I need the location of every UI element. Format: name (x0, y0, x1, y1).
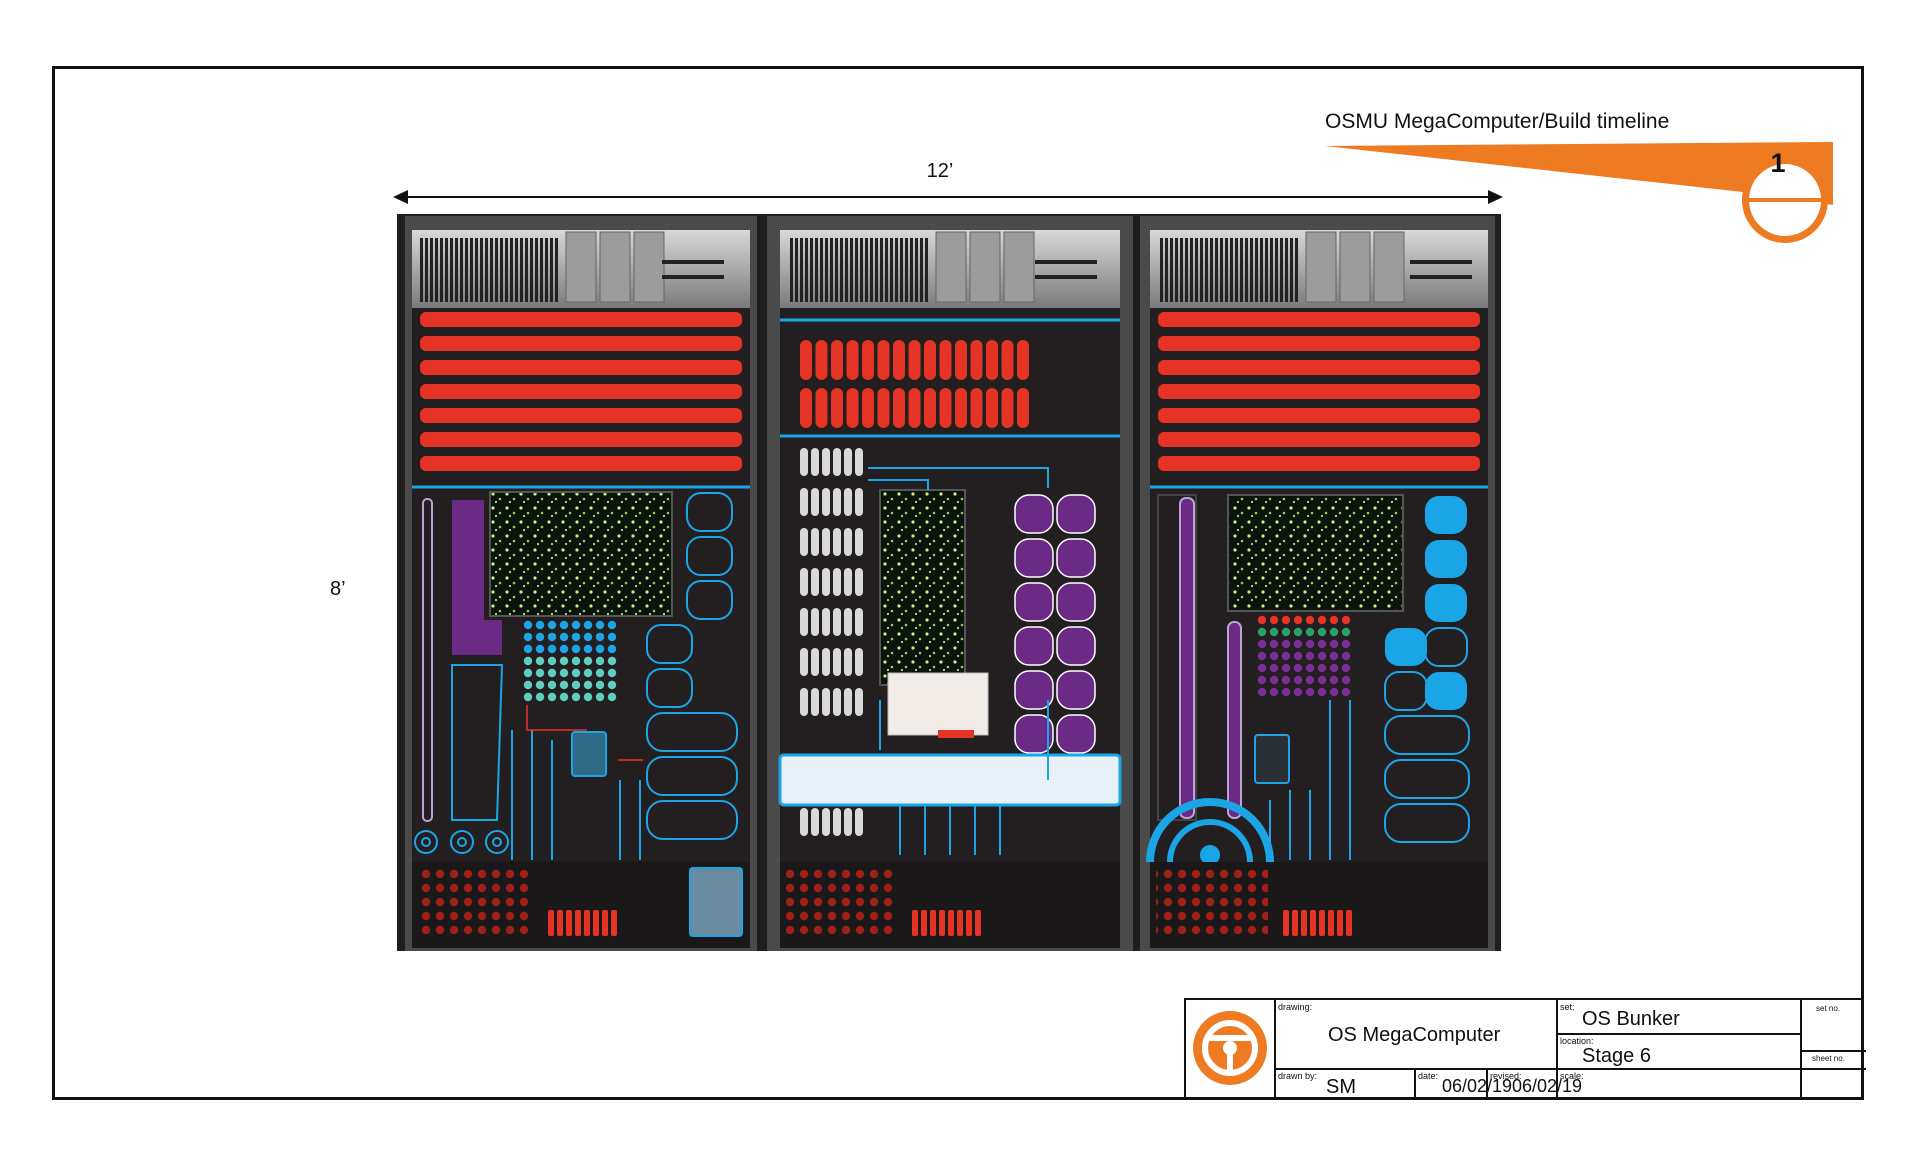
set-no-label: set no. (1816, 1004, 1841, 1013)
sheet-no-label: sheet no. (1812, 1054, 1845, 1063)
keypad-box (571, 731, 607, 777)
drawn-by-value: SM (1326, 1076, 1356, 1098)
width-dimension-arrow (393, 190, 1503, 204)
purple-dot-grid (1257, 615, 1351, 697)
drawing-label: drawing: (1278, 1002, 1313, 1012)
location-value: Stage 6 (1582, 1045, 1651, 1067)
drawing-sheet-border (52, 66, 1864, 1100)
cyan-dot-grid (523, 620, 617, 702)
keyboard (887, 672, 989, 736)
revised-value: 06/02/19 (1512, 1076, 1583, 1096)
date-value: 06/02/19 (1442, 1076, 1513, 1096)
center-panel (767, 216, 1133, 951)
sheet-callout (1325, 142, 1833, 243)
set-label: set: (1560, 1002, 1575, 1012)
right-panel (1140, 216, 1495, 951)
matrix-screen (489, 491, 673, 617)
steering-wheel-logo (1193, 1011, 1267, 1085)
mixer-console (778, 753, 1122, 807)
location-label: location: (1560, 1036, 1594, 1046)
height-dimension-label: 8’ (330, 578, 346, 600)
purple-button-bank (1014, 494, 1096, 798)
sheet-number: 1 (1770, 148, 1786, 178)
scale-label: scale: (1560, 1071, 1584, 1081)
matrix-screen (879, 489, 966, 686)
left-panel (405, 216, 757, 951)
title-block: drawing: OS MegaComputer set: OS Bunker … (1184, 998, 1866, 1100)
width-dimension-label: 12’ (926, 160, 954, 182)
red-capsule-bank (800, 340, 1029, 428)
keypad-box (1254, 734, 1290, 784)
drawing-title: OSMU MegaComputer/Build timeline (1325, 110, 1670, 133)
matrix-screen (1227, 494, 1404, 612)
date-label: date: (1418, 1071, 1439, 1081)
drawn-by-label: drawn by: (1278, 1071, 1318, 1081)
set-value: OS Bunker (1582, 1008, 1680, 1030)
drawing-value: OS MegaComputer (1328, 1024, 1501, 1046)
control-box (689, 867, 743, 937)
revised-label: revised: (1490, 1071, 1522, 1081)
